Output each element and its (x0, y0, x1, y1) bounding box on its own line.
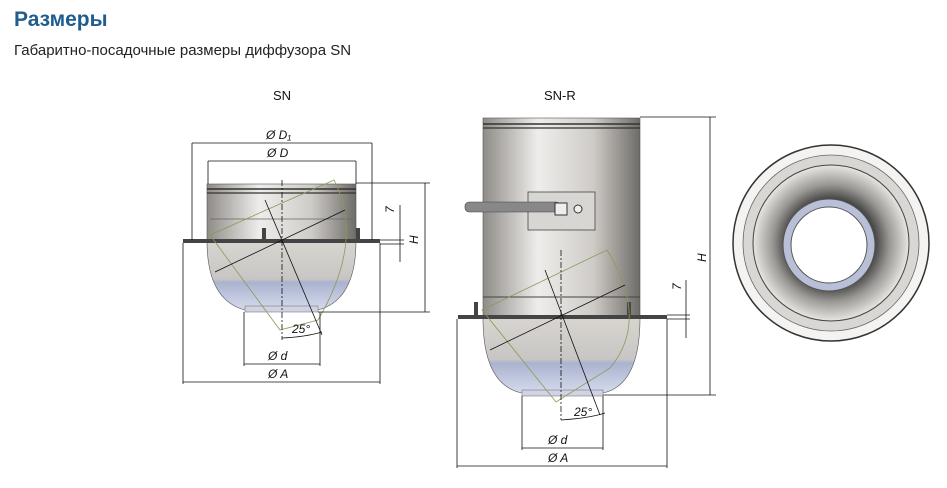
sn-drawing: SN Ø D₁ Ø D H 7 25° Ø d Ø A (182, 88, 430, 384)
sn-dim-angle: 25° (291, 322, 310, 336)
sn-dim-7: 7 (383, 205, 397, 213)
sn-dim-small-d: Ø d (267, 349, 288, 363)
snr-dim-small-d: Ø d (547, 433, 568, 447)
bottom-view-drawing (732, 144, 930, 342)
snr-drawing: SN-R H 7 25° Ø d Ø A (456, 88, 716, 468)
page-title: Размеры (14, 8, 108, 31)
snr-dim-7: 7 (670, 282, 684, 290)
page-subtitle: Габаритно-посадочные размеры диффузора S… (14, 42, 352, 59)
sn-dim-a: Ø A (267, 367, 288, 381)
sn-dim-d1: Ø D₁ (265, 128, 291, 142)
sn-label: SN (273, 88, 291, 103)
sn-dim-d: Ø D (266, 146, 289, 160)
snr-label: SN-R (544, 88, 576, 103)
snr-dim-angle: 25° (573, 405, 592, 419)
snr-dim-a: Ø A (547, 451, 568, 465)
sn-dim-h: H (407, 235, 421, 244)
snr-dim-h: H (695, 253, 709, 262)
